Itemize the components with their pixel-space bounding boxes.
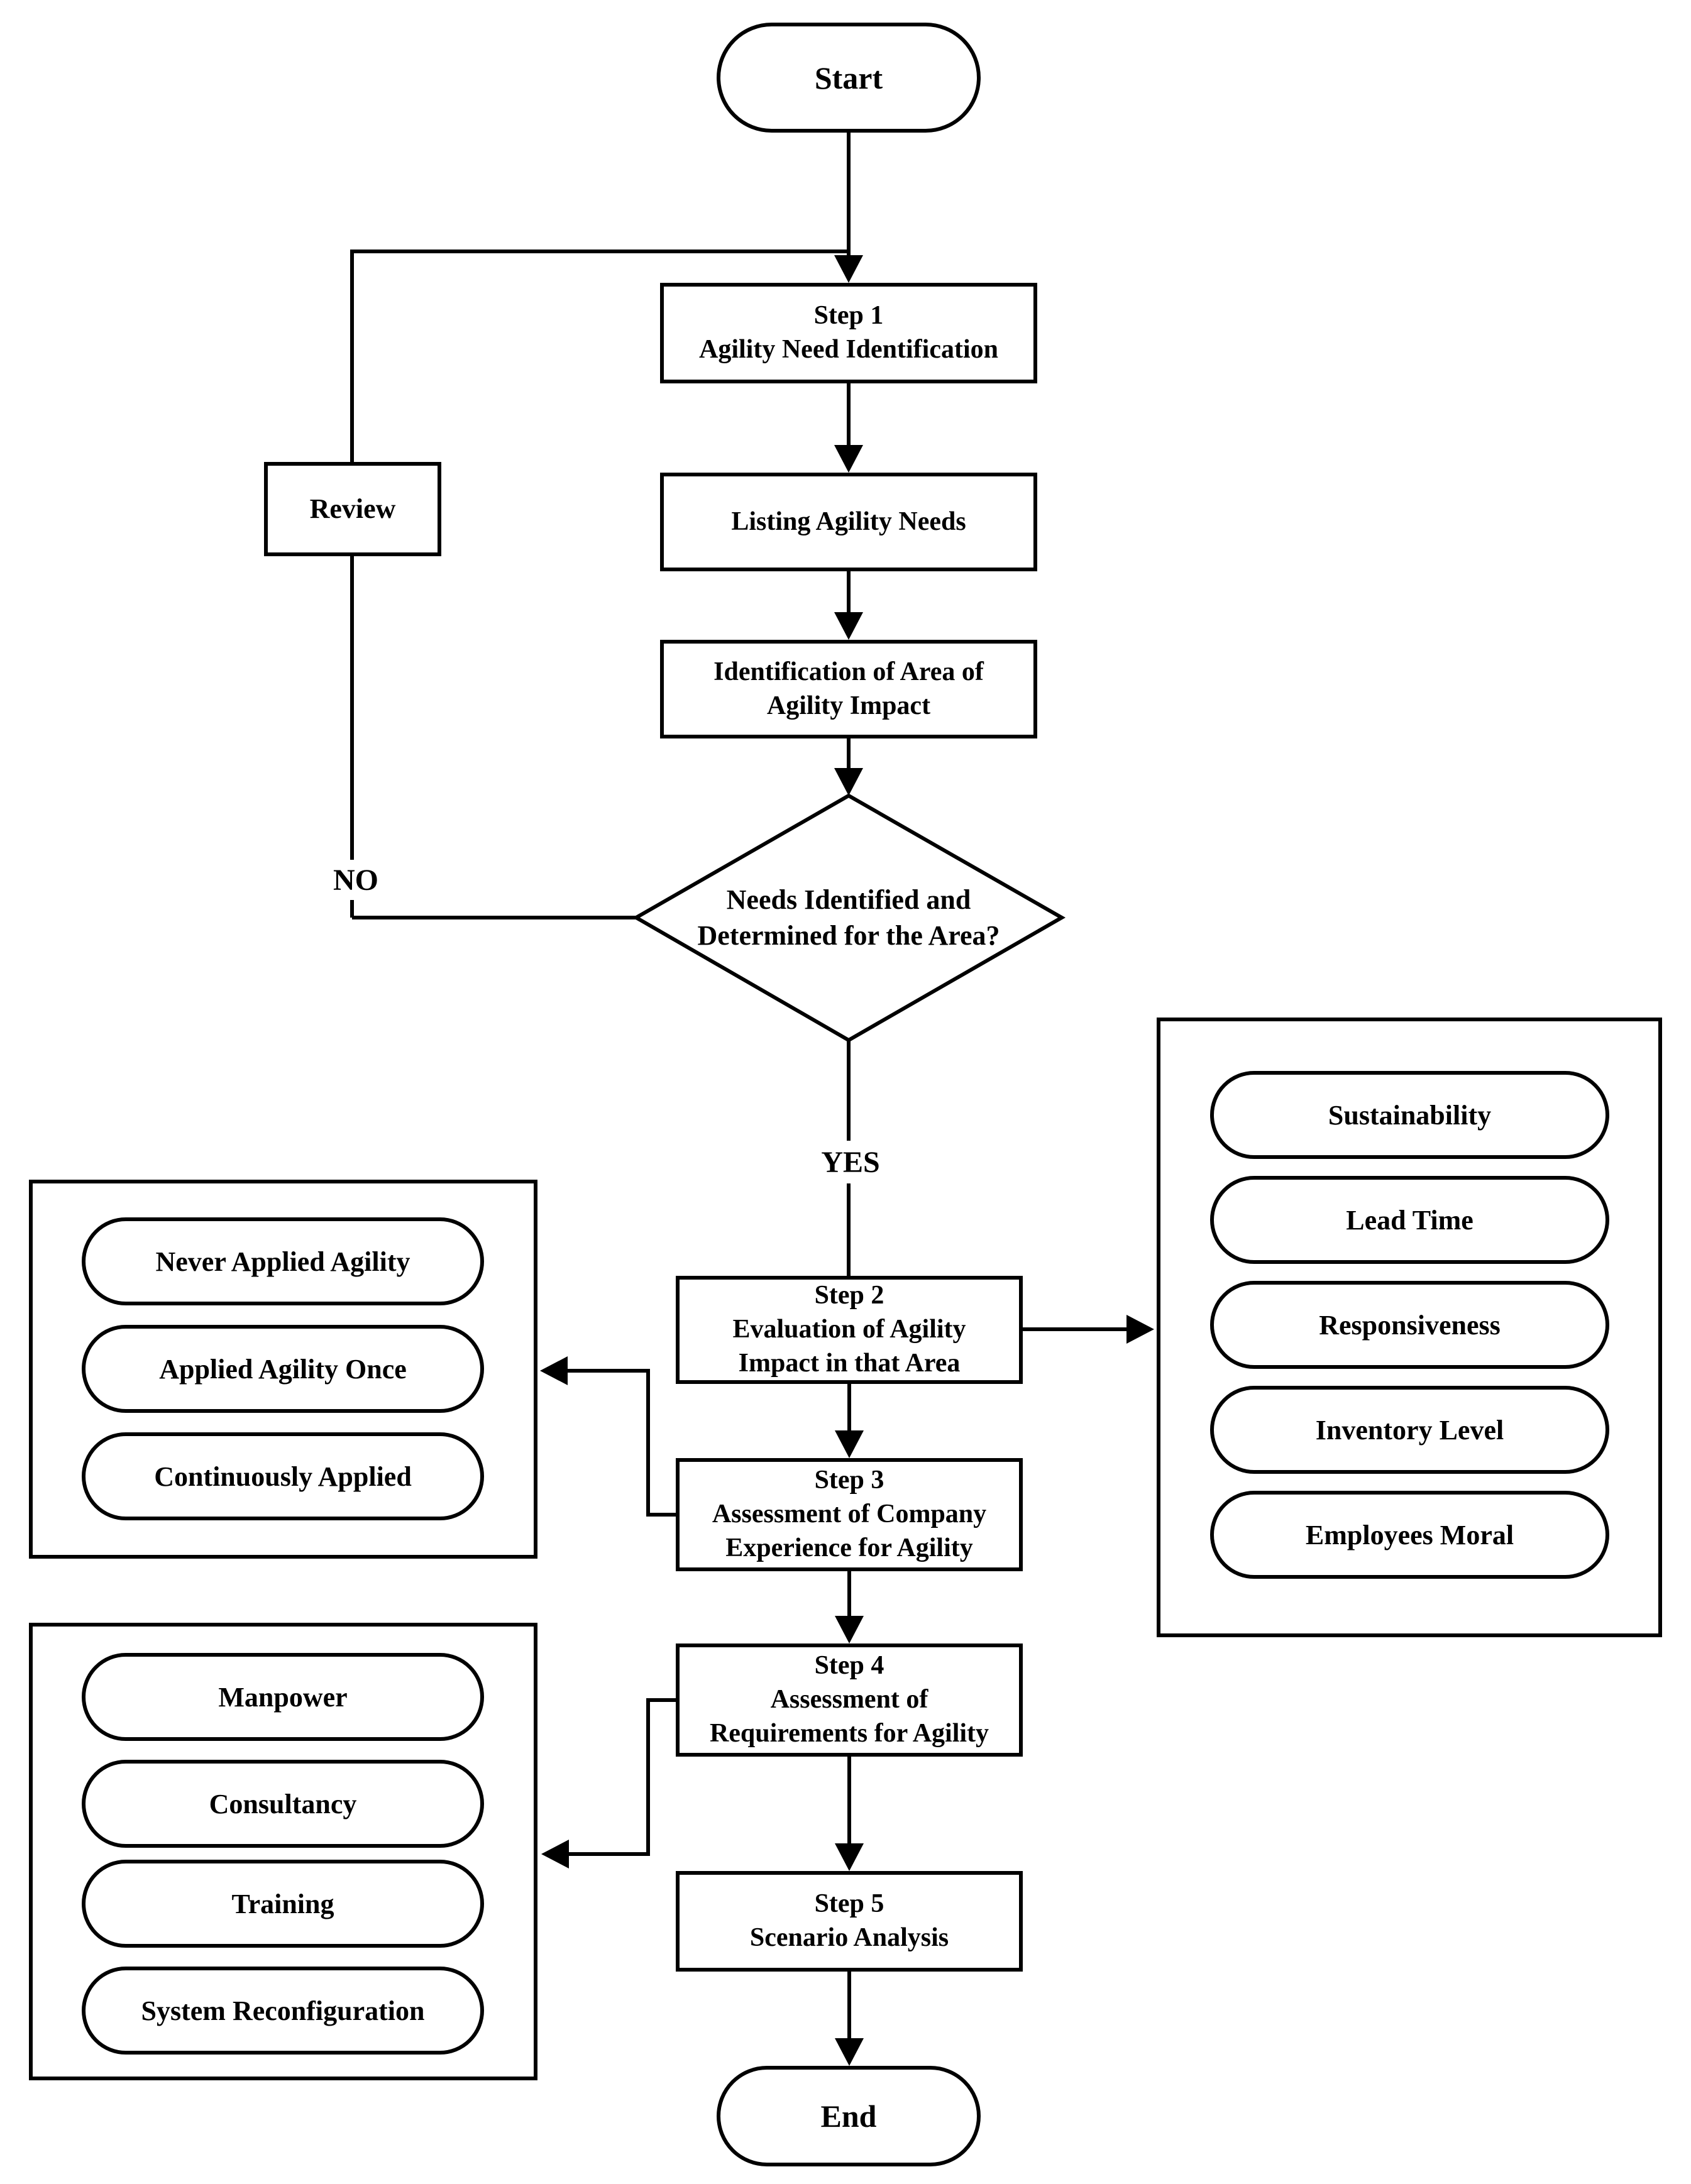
no-label-text: NO: [333, 863, 378, 897]
identification-line2: Agility Impact: [766, 691, 931, 720]
step5-line1: Step 5: [814, 1889, 884, 1919]
step2-line2: Evaluation of Agility: [732, 1315, 966, 1344]
no-edge-label: NO: [308, 860, 404, 900]
arrowhead-into-decision: [834, 768, 863, 796]
review-label: Review: [309, 493, 396, 524]
identification-line1: Identification of Area of: [713, 657, 984, 686]
decision-node: Needs Identified and Determined for the …: [641, 877, 1056, 958]
step1-line2: Agility Need Identification: [699, 335, 998, 364]
step5-node: Step 5 Scenario Analysis: [676, 1871, 1023, 1972]
experience-item-label: Never Applied Agility: [155, 1246, 410, 1277]
yes-label-text: YES: [821, 1145, 880, 1179]
impact-item-responsiveness: Responsiveness: [1210, 1281, 1609, 1369]
requirement-item-label: System Reconfiguration: [141, 1995, 425, 2026]
step2-line3: Impact in that Area: [738, 1348, 961, 1378]
step4-node: Step 4 Assessment of Requirements for Ag…: [676, 1643, 1023, 1757]
requirement-item-manpower: Manpower: [82, 1653, 484, 1741]
arrowhead-into-step4: [835, 1616, 864, 1643]
requirement-item-consultancy: Consultancy: [82, 1760, 484, 1848]
impact-item-label: Inventory Level: [1315, 1414, 1504, 1446]
experience-item-continuously-applied: Continuously Applied: [82, 1432, 484, 1520]
experience-item-label: Applied Agility Once: [159, 1353, 407, 1385]
start-label: Start: [814, 60, 883, 96]
step3-line1: Step 3: [814, 1466, 884, 1495]
arrowhead-into-step3: [835, 1430, 864, 1458]
end-label: End: [820, 2099, 877, 2134]
step1-line1: Step 1: [813, 301, 884, 331]
experience-item-label: Continuously Applied: [154, 1461, 412, 1492]
step4-line1: Step 4: [814, 1651, 884, 1681]
decision-diamond-shape: [632, 793, 1066, 1043]
requirement-item-label: Consultancy: [209, 1788, 357, 1819]
impact-item-sustainability: Sustainability: [1210, 1071, 1609, 1159]
agility-requirements-panel: Manpower Consultancy Training System Rec…: [29, 1623, 537, 2080]
impact-item-label: Employees Moral: [1305, 1519, 1514, 1550]
impact-item-lead-time: Lead Time: [1210, 1176, 1609, 1264]
requirement-item-system-reconfiguration: System Reconfiguration: [82, 1967, 484, 2055]
step3-line2: Assessment of Company: [712, 1500, 987, 1529]
arrowhead-into-step1: [834, 255, 863, 283]
impact-item-label: Responsiveness: [1319, 1309, 1501, 1341]
requirement-item-label: Training: [231, 1888, 334, 1919]
arrowhead-into-end: [835, 2038, 864, 2066]
decision-line1: Needs Identified and: [726, 884, 971, 915]
step3-node: Step 3 Assessment of Company Experience …: [676, 1458, 1023, 1571]
decision-line2: Determined for the Area?: [697, 920, 1000, 951]
step4-line2: Assessment of: [770, 1685, 928, 1715]
company-experience-panel: Never Applied Agility Applied Agility On…: [29, 1180, 537, 1559]
review-node: Review: [264, 462, 441, 556]
step2-line1: Step 2: [814, 1281, 884, 1310]
step3-line3: Experience for Agility: [725, 1533, 973, 1562]
requirement-item-label: Manpower: [218, 1681, 348, 1713]
impact-item-employees-moral: Employees Moral: [1210, 1491, 1609, 1579]
yes-edge-label: YES: [795, 1141, 906, 1183]
step4-line3: Requirements for Agility: [709, 1718, 989, 1748]
impact-item-inventory-level: Inventory Level: [1210, 1386, 1609, 1474]
arrowhead-into-rightpanel: [1126, 1315, 1154, 1344]
start-node: Start: [717, 23, 981, 133]
arrowhead-into-step5: [835, 1843, 864, 1871]
listing-line1: Listing Agility Needs: [731, 507, 966, 536]
arrowhead-into-leftpanel2: [541, 1840, 569, 1868]
step1-node: Step 1 Agility Need Identification: [660, 283, 1037, 383]
step2-node: Step 2 Evaluation of Agility Impact in t…: [676, 1276, 1023, 1384]
arrowhead-into-identification: [834, 612, 863, 640]
listing-node: Listing Agility Needs: [660, 473, 1037, 571]
edge-step4-leftpanel2: [569, 1698, 676, 1856]
requirement-item-training: Training: [82, 1860, 484, 1948]
arrowhead-into-leftpanel1: [540, 1356, 568, 1385]
experience-item-never-applied: Never Applied Agility: [82, 1217, 484, 1305]
agility-impact-areas-panel: Sustainability Lead Time Responsiveness …: [1157, 1018, 1662, 1637]
step5-line2: Scenario Analysis: [749, 1923, 949, 1952]
impact-item-label: Lead Time: [1346, 1204, 1473, 1236]
edge-step3-leftpanel1: [568, 1369, 676, 1517]
impact-item-label: Sustainability: [1328, 1099, 1492, 1131]
arrowhead-into-listing: [834, 445, 863, 473]
end-node: End: [717, 2066, 981, 2166]
identification-node: Identification of Area of Agility Impact: [660, 640, 1037, 738]
experience-item-applied-once: Applied Agility Once: [82, 1325, 484, 1413]
